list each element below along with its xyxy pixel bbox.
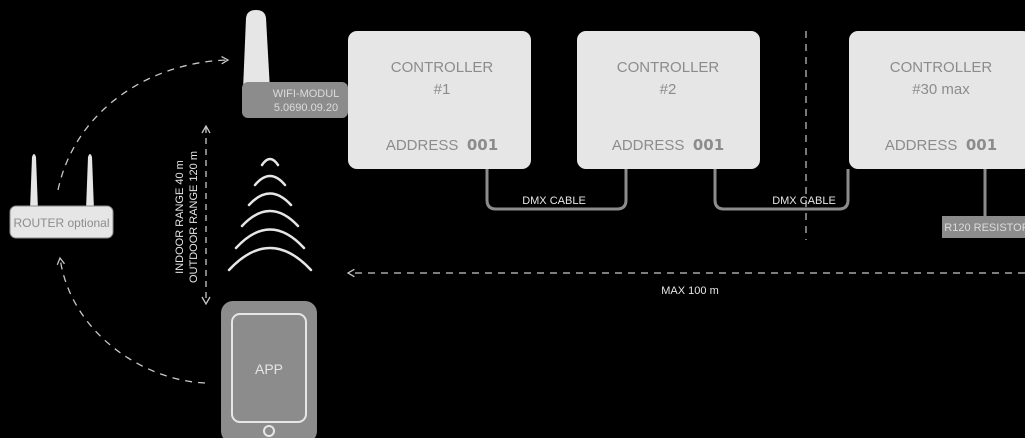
- svg-text:ADDRESS 001: ADDRESS 001: [386, 136, 498, 154]
- resistor: R120 RESISTOR: [942, 216, 1025, 238]
- controller-2-number: #2: [660, 81, 677, 98]
- wifi-module: WIFI-MODUL 5.0690.09.20: [242, 82, 348, 118]
- wifi-module-part-number: 5.0690.09.20: [274, 102, 338, 114]
- controller-30-number: #30 max: [912, 81, 970, 98]
- svg-text:ADDRESS 001: ADDRESS 001: [612, 136, 724, 154]
- controller-30-address-value: 001: [966, 136, 997, 154]
- dmx-cable-1: [485, 169, 628, 211]
- controller-2-title: CONTROLLER: [617, 59, 720, 76]
- smartphone-icon: [221, 301, 317, 438]
- dmx-cable-2-label: DMX CABLE: [772, 195, 836, 207]
- controller-30-address-label: ADDRESS: [885, 137, 958, 154]
- router-antenna-icon: [30, 154, 94, 210]
- controller-2: CONTROLLER #2 ADDRESS 001: [577, 31, 760, 169]
- resistor-label: R120 RESISTOR: [944, 222, 1025, 234]
- controller-30-title: CONTROLLER: [890, 59, 993, 76]
- max-distance-label: MAX 100 m: [661, 285, 718, 297]
- controller-1-address-label: ADDRESS: [386, 137, 459, 154]
- controller-1-address-value: 001: [467, 136, 498, 154]
- outdoor-range-label: OUTDOOR RANGE 120 m: [188, 151, 200, 283]
- controller-2-address-label: ADDRESS: [612, 137, 685, 154]
- phone-to-router-arc: [56, 256, 206, 384]
- router: ROUTER optional: [9, 154, 114, 239]
- controller-30: CONTROLLER #30 max ADDRESS 001: [849, 31, 1025, 169]
- controller-1-number: #1: [434, 81, 451, 98]
- wireless-signal-icon: [227, 157, 313, 272]
- controller-1: CONTROLLER #1 ADDRESS 001: [348, 31, 531, 169]
- router-box: [9, 205, 114, 239]
- dmx-cable-1-label: DMX CABLE: [522, 195, 586, 207]
- antenna-icon: [243, 10, 270, 90]
- controller-2-address-value: 001: [693, 136, 724, 154]
- router-to-wifi-arc: [57, 55, 230, 191]
- svg-text:ADDRESS 001: ADDRESS 001: [885, 136, 997, 154]
- wifi-module-label: WIFI-MODUL: [273, 88, 340, 100]
- indoor-range-label: INDOOR RANGE 40 m: [174, 160, 186, 274]
- app-label: APP: [255, 361, 283, 377]
- controller-1-title: CONTROLLER: [391, 59, 494, 76]
- dmx-cable-2: [713, 169, 850, 211]
- wifi-module-box: [242, 82, 348, 118]
- router-label: ROUTER optional: [13, 216, 109, 230]
